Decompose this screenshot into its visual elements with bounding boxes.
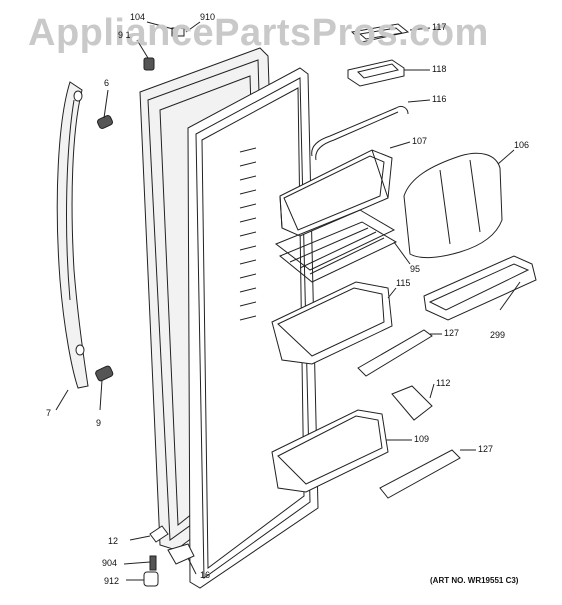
door-bin-middle bbox=[271, 281, 393, 365]
callout-107: 107 bbox=[412, 136, 428, 146]
leader-lines bbox=[55, 21, 521, 581]
callout-904: 904 bbox=[102, 558, 118, 568]
callout-910: 910 bbox=[200, 12, 216, 22]
door-liner-rails bbox=[239, 147, 257, 321]
bin-divider bbox=[391, 385, 433, 421]
door-bin-upper bbox=[279, 149, 393, 237]
hinge-screw bbox=[149, 555, 157, 571]
callout-127-lower: 127 bbox=[478, 444, 494, 454]
door-bin-lower bbox=[271, 409, 389, 493]
callout-104: 104 bbox=[130, 12, 146, 22]
hinge-bracket bbox=[149, 525, 169, 543]
door-handle bbox=[56, 81, 89, 389]
hinge-bushing bbox=[143, 571, 159, 587]
door-storage-bag bbox=[403, 152, 503, 259]
callout-118: 118 bbox=[432, 64, 447, 74]
dairy-door-cover bbox=[350, 23, 410, 43]
bin-front-trim-lower bbox=[379, 449, 461, 499]
dairy-compartment-tray bbox=[347, 59, 405, 87]
callout-12: 12 bbox=[108, 536, 119, 546]
hinge-pin bbox=[167, 543, 195, 565]
callout-299: 299 bbox=[490, 330, 506, 340]
callout-109: 109 bbox=[414, 434, 430, 444]
callout-106: 106 bbox=[514, 140, 530, 150]
callout-91: 9 1 bbox=[118, 30, 131, 40]
callout-7: 7 bbox=[46, 408, 52, 418]
door-screw-top bbox=[143, 57, 155, 71]
art-number: (ART NO. WR19551 C3) bbox=[430, 576, 519, 585]
door-top-cap bbox=[171, 27, 185, 37]
handle-screw-bottom bbox=[95, 365, 114, 382]
shelf-trim-bar bbox=[311, 105, 409, 161]
handle-screw-top bbox=[97, 114, 113, 130]
callout-9: 9 bbox=[96, 418, 102, 428]
callout-6: 6 bbox=[104, 78, 110, 88]
callout-117: 117 bbox=[432, 22, 447, 32]
door-shelf-small bbox=[423, 255, 537, 321]
wire-rack bbox=[275, 209, 398, 283]
callout-127-upper: 127 bbox=[444, 328, 460, 338]
callout-912: 912 bbox=[104, 576, 120, 586]
callout-115: 115 bbox=[396, 278, 411, 288]
callout-112: 112 bbox=[436, 378, 451, 388]
callout-95: 95 bbox=[410, 264, 421, 274]
bin-front-trim-upper bbox=[357, 329, 433, 377]
callout-116: 116 bbox=[432, 94, 447, 104]
callout-16: 16 bbox=[200, 570, 211, 580]
